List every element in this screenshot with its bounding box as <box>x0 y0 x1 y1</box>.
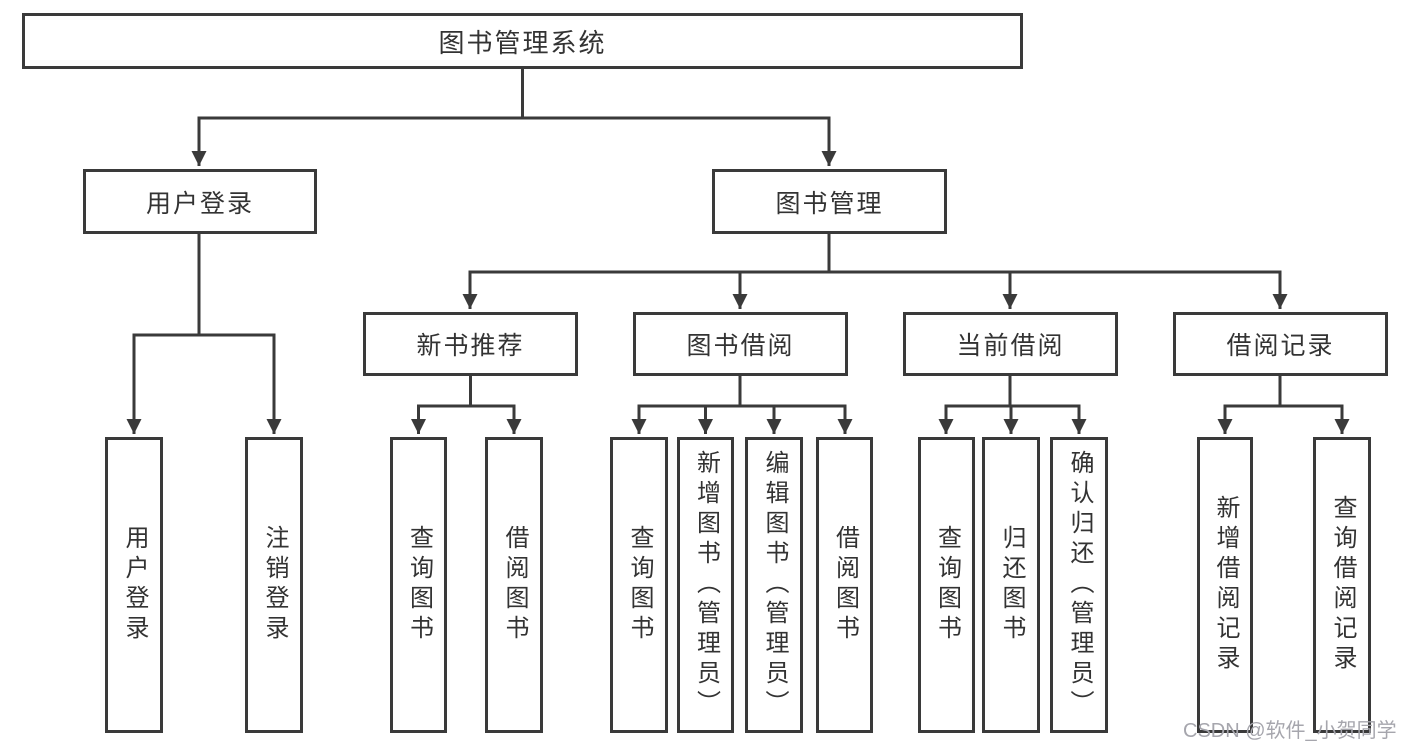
leaf-add-borrow-record: 新增借阅记录 <box>1197 437 1253 733</box>
leaf-query-borrow-record: 查询借阅记录 <box>1313 437 1371 733</box>
leaf-query-books-current-label: 查询图书 <box>933 525 961 645</box>
node-new-book-recommend: 新书推荐 <box>363 312 578 376</box>
leaf-query-borrow-record-label: 查询借阅记录 <box>1329 495 1356 675</box>
leaf-query-books-recommend: 查询图书 <box>390 437 447 733</box>
leaf-borrow-books-label: 借阅图书 <box>831 525 859 645</box>
leaf-query-books-borrow-label: 查询图书 <box>626 525 653 645</box>
node-borrow-records-label: 借阅记录 <box>1226 332 1335 360</box>
leaf-query-books-current: 查询图书 <box>918 437 975 733</box>
node-borrow-records: 借阅记录 <box>1173 312 1388 376</box>
leaf-confirm-return-admin-label: 确认归还（管理员） <box>1066 450 1093 720</box>
leaf-edit-books-admin-label: 编辑图书（管理员） <box>761 450 788 720</box>
node-user-login: 用户登录 <box>83 169 317 234</box>
leaf-return-books: 归还图书 <box>982 437 1040 733</box>
leaf-query-books-borrow: 查询图书 <box>610 437 668 733</box>
node-library-system-label: 图书管理系统 <box>438 27 607 58</box>
leaf-logout: 注销登录 <box>245 437 303 733</box>
leaf-add-books-admin-label: 新增图书（管理员） <box>692 450 720 720</box>
leaf-user-login-label: 用户登录 <box>121 525 148 645</box>
node-current-borrow: 当前借阅 <box>903 312 1118 376</box>
leaf-borrow-books-recommend: 借阅图书 <box>485 437 543 733</box>
node-user-login-label: 用户登录 <box>145 189 254 218</box>
node-current-borrow-label: 当前借阅 <box>956 332 1065 360</box>
node-book-management-label: 图书管理 <box>775 189 884 218</box>
leaf-return-books-label: 归还图书 <box>998 525 1025 645</box>
leaf-confirm-return-admin: 确认归还（管理员） <box>1050 437 1108 733</box>
watermark: CSDN @软件_小贺同学 <box>1183 720 1397 742</box>
node-book-borrow: 图书借阅 <box>633 312 848 376</box>
leaf-borrow-books: 借阅图书 <box>816 437 873 733</box>
leaf-add-books-admin: 新增图书（管理员） <box>677 437 734 733</box>
node-library-system: 图书管理系统 <box>22 13 1023 69</box>
leaf-add-borrow-record-label: 新增借阅记录 <box>1212 495 1239 675</box>
node-book-management: 图书管理 <box>712 169 947 234</box>
node-new-book-recommend-label: 新书推荐 <box>416 332 525 360</box>
node-book-borrow-label: 图书借阅 <box>686 332 795 360</box>
leaf-user-login: 用户登录 <box>105 437 163 733</box>
leaf-borrow-books-recommend-label: 借阅图书 <box>501 525 528 645</box>
leaf-query-books-recommend-label: 查询图书 <box>405 525 433 645</box>
leaf-edit-books-admin: 编辑图书（管理员） <box>745 437 803 733</box>
leaf-logout-label: 注销登录 <box>261 525 288 645</box>
